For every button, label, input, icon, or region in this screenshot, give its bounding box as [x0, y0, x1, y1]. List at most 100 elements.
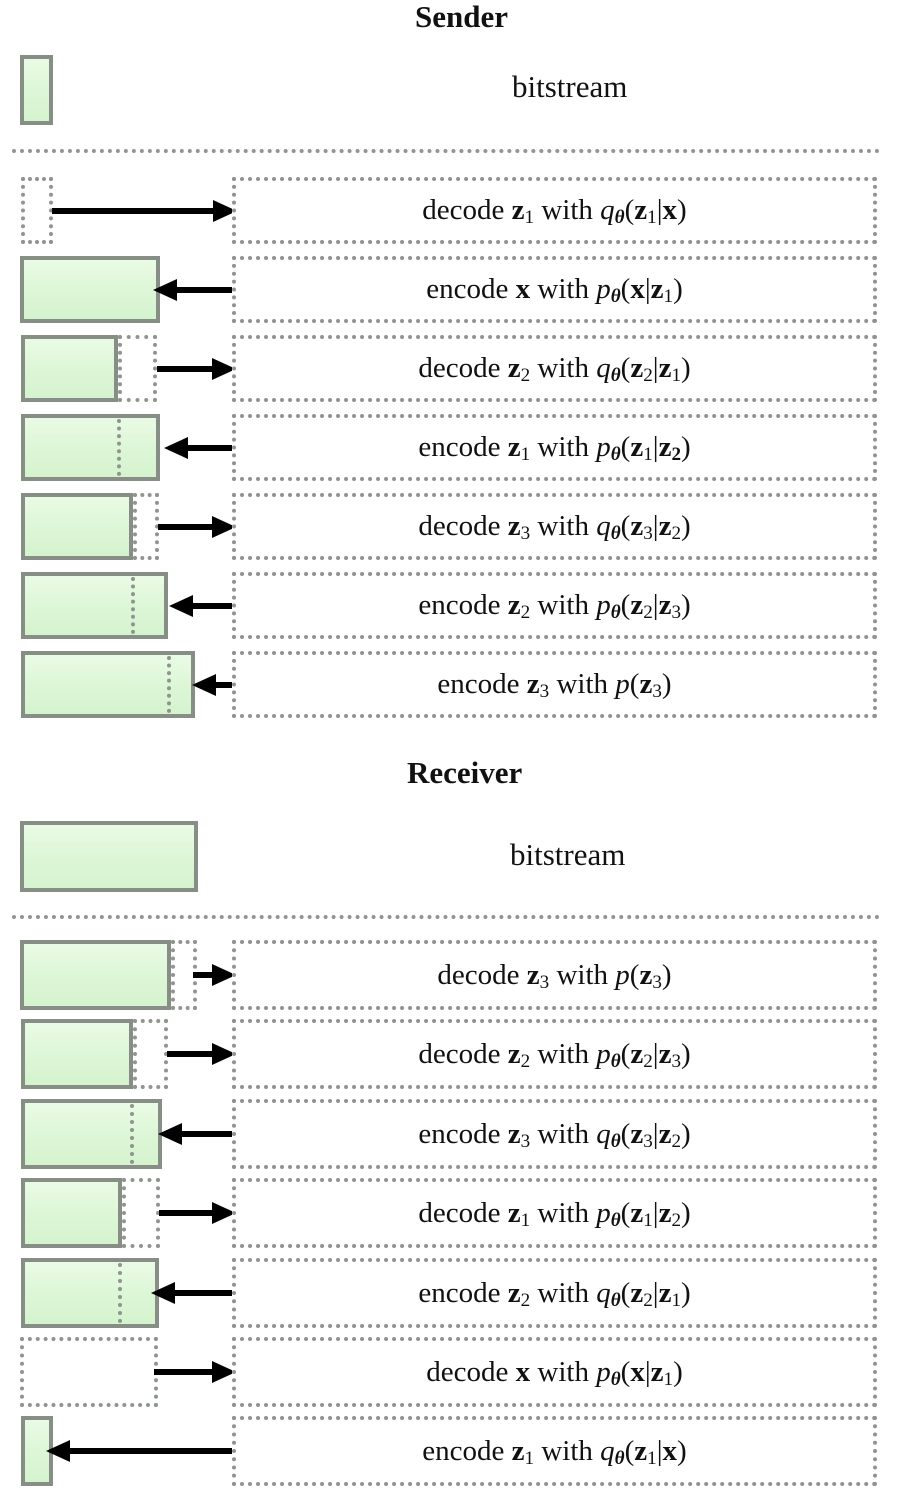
operation-label-segment: 2 [643, 1289, 653, 1311]
operation-label-segment: ( [629, 958, 640, 991]
operation-label-segment: θ [610, 1289, 621, 1311]
bitstream-state-bar [21, 1258, 159, 1328]
flow-arrow-shaft [157, 365, 212, 372]
bitstream-state-bar [21, 493, 159, 560]
consumed-bits-outline [21, 177, 53, 244]
operation-label-segment: z [630, 510, 644, 542]
operation-label-segment: encode [418, 589, 508, 621]
flow-arrow-head [151, 1282, 175, 1304]
flow-arrow-shaft [167, 1051, 212, 1057]
operation-label-segment: z [658, 1037, 672, 1070]
bitstream-bits [21, 1258, 159, 1328]
operation-label-segment: x [630, 1355, 645, 1388]
operation-label-segment: q [596, 1117, 611, 1150]
operation-label-segment: with [530, 352, 597, 384]
sender-separator-line [12, 149, 880, 153]
appended-bits-divider [131, 577, 135, 634]
operation-label-segment: ( [620, 431, 631, 463]
operation-box: encode z1 with qθ(z1|x) [232, 1416, 877, 1486]
operation-label-segment: x [662, 1434, 678, 1467]
operation-label-segment: ) [681, 1196, 691, 1229]
operation-label-segment: p [615, 958, 630, 991]
operation-label-segment: z [507, 352, 521, 384]
operation-label-segment: ( [620, 1117, 631, 1150]
operation-label-segment: z [650, 1355, 664, 1388]
bitstream-state-bar [20, 1337, 158, 1407]
operation-label-segment: ) [681, 1037, 691, 1070]
operation-box: decode x with pθ(x|z1) [232, 1337, 877, 1407]
bitstream-bits [21, 572, 168, 639]
flow-arrow-shaft [182, 1131, 232, 1137]
operation-label-segment: 1 [671, 1289, 681, 1311]
bitstream-bits [21, 1099, 162, 1169]
operation-label-segment: decode [418, 510, 508, 542]
operation-label-segment: | [652, 1037, 659, 1070]
operation-label-segment: with [549, 668, 616, 700]
operation-label-segment: θ [610, 1130, 621, 1152]
operation-label-segment: 2 [643, 365, 653, 387]
operation-label-segment: ) [661, 958, 672, 991]
operation-label-segment: | [652, 431, 659, 463]
operation-label-segment: 1 [671, 365, 681, 387]
operation-box: decode z1 with qθ(z1|x) [232, 177, 877, 244]
operation-label-segment: 3 [520, 1130, 531, 1152]
receiver-row-1: decode z3 with p(z3) [0, 940, 904, 1010]
bitstream-bits [21, 1178, 122, 1248]
operation-label-segment: | [656, 194, 663, 226]
operation-label-segment: z [526, 668, 540, 700]
operation-label: encode z3 with qθ(z3|z2) [418, 1117, 691, 1152]
flow-arrow-head [212, 357, 236, 380]
operation-label: decode z3 with qθ(z3|z2) [418, 510, 690, 545]
flow-arrow-shaft [158, 523, 212, 530]
operation-label-segment: ) [677, 194, 687, 226]
operation-label-segment: with [530, 589, 597, 621]
receiver-row-6: decode x with pθ(x|z1) [0, 1337, 904, 1407]
operation-label-segment: 2 [671, 444, 681, 466]
operation-label-segment: θ [614, 1447, 625, 1469]
operation-label-segment: ( [620, 273, 631, 305]
operation-label-segment: 3 [671, 602, 681, 624]
sender-row-2: encode x with pθ(x|z1) [0, 256, 904, 323]
operation-label-segment: θ [610, 444, 621, 466]
sender-row-1: decode z1 with qθ(z1|x) [0, 177, 904, 244]
operation-label-segment: | [644, 273, 651, 305]
flow-arrow-shaft [177, 286, 232, 293]
operation-label-segment: | [644, 1355, 651, 1388]
operation-label-segment: encode [418, 431, 508, 463]
flow-arrow-shaft [175, 1290, 232, 1296]
consumed-bits-outline [122, 1178, 160, 1248]
operation-label-segment: with [530, 1117, 597, 1150]
operation-label-segment: 1 [643, 1209, 653, 1231]
operation-label: encode z2 with pθ(z2|z3) [418, 589, 690, 624]
operation-label-segment: z [511, 194, 525, 226]
receiver-bitstream-label: bitstream [510, 837, 626, 872]
operation-label-segment: ( [620, 1196, 631, 1229]
operation-label-segment: 1 [643, 444, 653, 466]
bitstream-state-bar [21, 335, 157, 402]
operation-label-segment: ) [677, 1434, 687, 1467]
appended-bits-divider [118, 1263, 122, 1323]
sender-bitstream-bar [20, 55, 53, 125]
operation-label-segment: z [639, 958, 653, 991]
operation-box: encode z3 with qθ(z3|z2) [232, 1099, 877, 1169]
operation-label-segment: ( [620, 510, 631, 542]
bitstream-state-bar [21, 1099, 162, 1169]
operation-label-segment: ( [620, 1355, 631, 1388]
operation-label-segment: encode [426, 273, 516, 305]
operation-label-segment: z [630, 1037, 644, 1070]
operation-label-segment: z [630, 1276, 644, 1309]
flow-arrow-head [212, 1202, 236, 1224]
operation-label-segment: decode [422, 194, 512, 226]
receiver-bitstream-bar [20, 821, 198, 892]
bitstream-state-bar [21, 1178, 160, 1248]
appended-bits-divider [167, 656, 171, 713]
operation-label-segment: 2 [671, 523, 681, 545]
operation-label-segment: encode [437, 668, 527, 700]
operation-box: decode z1 with pθ(z1|z2) [232, 1178, 877, 1248]
operation-label-segment: p [596, 1037, 611, 1070]
operation-label-segment: 1 [647, 1447, 657, 1469]
operation-label-segment: ) [681, 1117, 691, 1150]
bitstream-state-bar [21, 572, 168, 639]
operation-label-segment: 3 [539, 681, 550, 703]
